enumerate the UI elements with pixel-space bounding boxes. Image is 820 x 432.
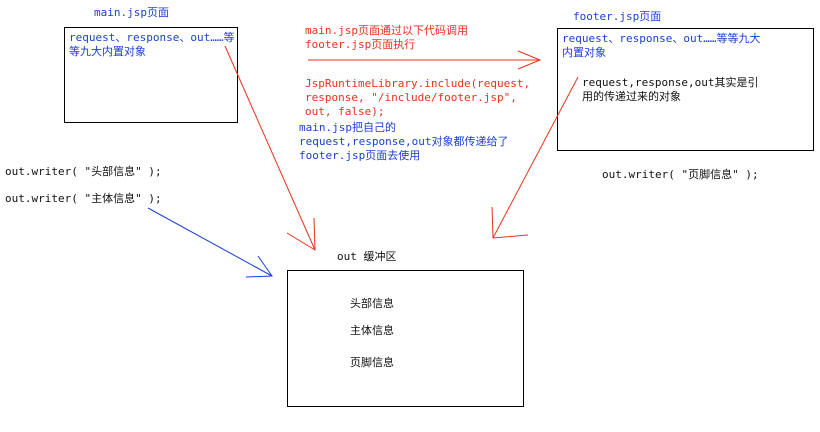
call-note-line1: main.jsp页面通过以下代码调用: [305, 24, 468, 37]
footer-jsp-note-line2: 用的传递过来的对象: [582, 90, 681, 103]
include-code-line1: JspRuntimeLibrary.include(request,: [305, 77, 531, 90]
buffer-item-header: 头部信息: [350, 297, 394, 310]
out-buffer-box: 头部信息 主体信息 页脚信息: [287, 270, 524, 407]
footer-jsp-title: footer.jsp页面: [573, 10, 662, 23]
footer-jsp-box: request、response、out……等等九大内置对象 request,r…: [557, 28, 814, 151]
footer-jsp-note-line1: request,response,out其实是引: [582, 76, 759, 89]
pass-note-line3: footer.jsp页面去使用: [299, 149, 421, 162]
main-jsp-title: main.jsp页面: [94, 6, 169, 19]
buffer-title: out 缓冲区: [337, 250, 397, 263]
footer-write: out.writer( "页脚信息" );: [602, 168, 759, 181]
main-write-body: out.writer( "主体信息" );: [5, 192, 162, 205]
pass-note-line2: request,response,out对象都传递给了: [299, 135, 509, 148]
footer-jsp-objects: request、response、out……等等九大内置对象: [562, 32, 761, 59]
include-code-line2: response, "/include/footer.jsp",: [305, 91, 517, 104]
call-note-line2: footer.jsp页面执行: [305, 38, 416, 51]
buffer-item-body: 主体信息: [350, 324, 394, 337]
main-to-buffer-arrow: [224, 45, 316, 251]
body-to-buffer-arrow: [147, 207, 273, 278]
buffer-item-footer: 页脚信息: [350, 356, 394, 369]
pass-note-line1: main.jsp把自己的: [299, 121, 396, 134]
main-jsp-objects: request、response、out……等等九大内置对象: [69, 31, 235, 58]
main-write-header: out.writer( "头部信息" );: [5, 165, 162, 178]
footer-to-buffer-arrow: [491, 76, 579, 239]
include-code-line3: out, false);: [305, 105, 385, 118]
call-arrow: [308, 50, 542, 70]
